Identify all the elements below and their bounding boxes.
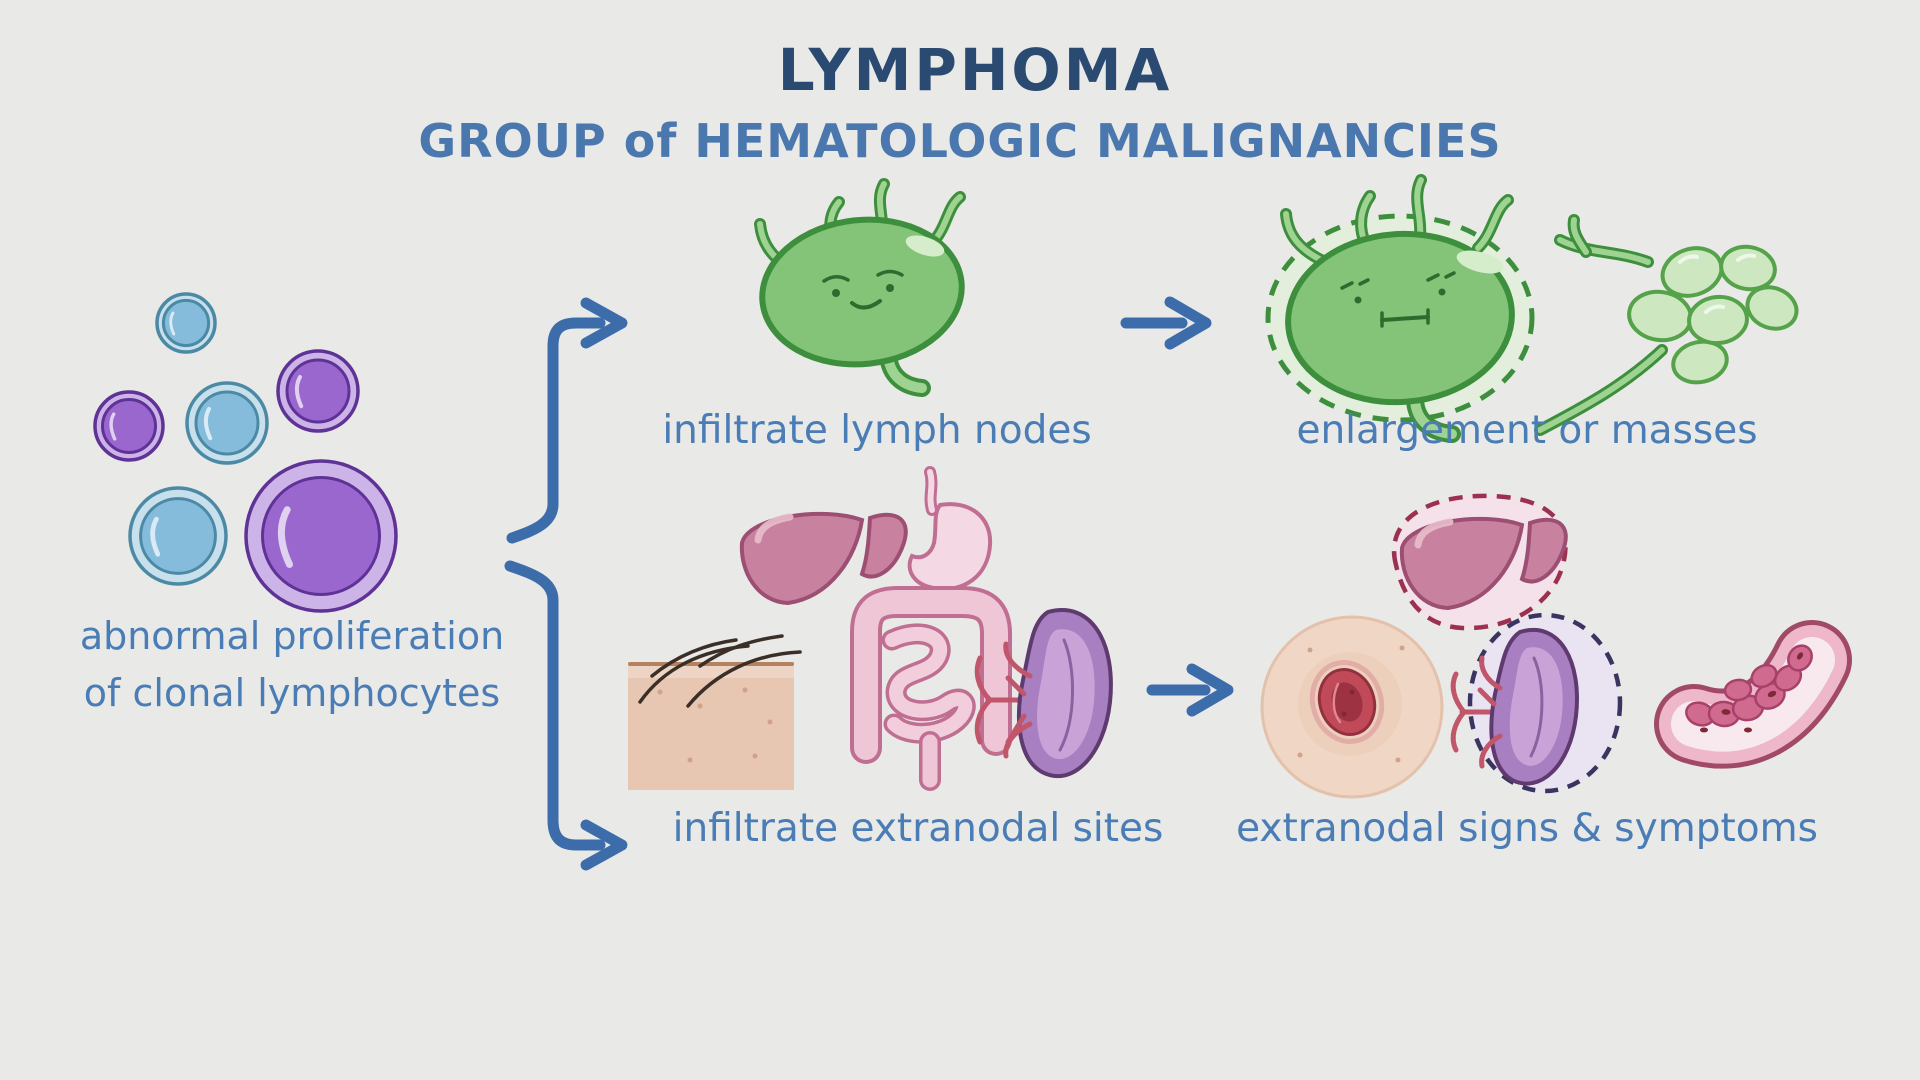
label-infiltrate-lymph-nodes: infiltrate lymph nodes [662, 408, 1092, 453]
skin-lesion-icon [1260, 615, 1444, 799]
page-title: LYMPHOMA [777, 36, 1173, 104]
fork-arrow-bottom-icon [504, 560, 628, 871]
lymph-node-masses-icon [1534, 214, 1799, 436]
lymph-node-enlarged-icon [1265, 174, 1535, 443]
page-subtitle: GROUP of HEMATOLOGIC MALIGNANCIES [418, 114, 1502, 168]
liver-dashed-icon [1391, 493, 1568, 631]
cells-caption-line2: of clonal lymphocytes [83, 671, 501, 715]
label-infiltrate-extranodal-sites: infiltrate extranodal sites [672, 806, 1164, 851]
stomach-intestines-icon [850, 466, 1012, 791]
arrow-right-icon [1146, 663, 1234, 717]
lymph-node-normal-icon [754, 178, 966, 397]
arrow-right-icon [1120, 296, 1212, 350]
liver-icon [739, 511, 908, 606]
spleen-icon [974, 608, 1113, 779]
label-enlargement-or-masses: enlargement or masses [1296, 408, 1758, 453]
bowel-lesions-icon [1654, 620, 1852, 769]
label-extranodal-signs-symptoms: extranodal signs & symptoms [1236, 806, 1818, 851]
cells-caption: abnormal proliferation of clonal lymphoc… [80, 608, 504, 722]
spleen-dashed-icon [1450, 612, 1623, 794]
skin-icon [628, 634, 802, 790]
lymphocyte-cells-icon [93, 292, 398, 613]
fork-arrow-top-icon [506, 297, 628, 544]
cells-caption-line1: abnormal proliferation [79, 614, 505, 658]
